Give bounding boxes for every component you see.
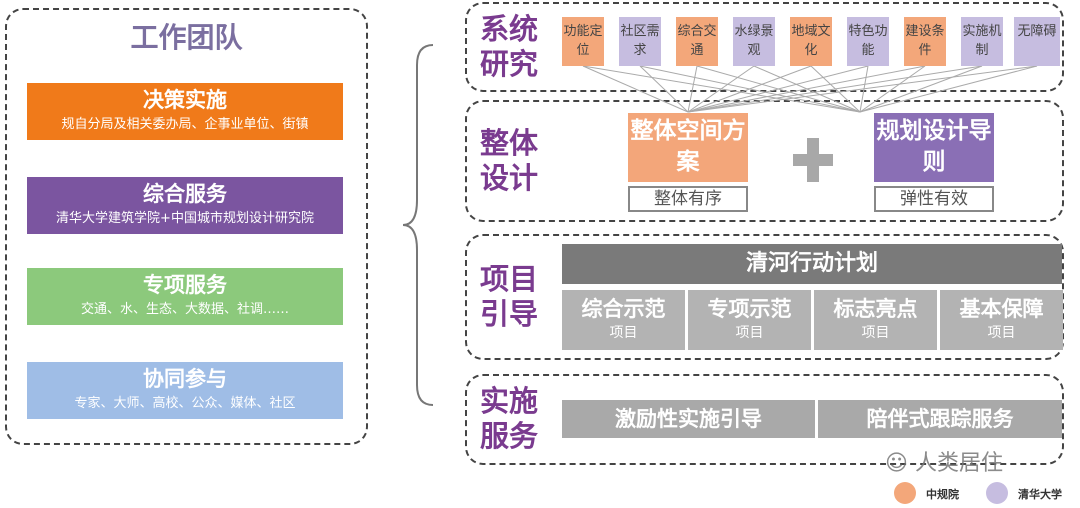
plus-icon <box>793 138 833 182</box>
connector-line <box>859 65 983 113</box>
section-implement <box>465 374 1064 465</box>
section-research <box>465 2 1064 92</box>
cell-title: 综合示范 <box>581 297 666 321</box>
watermark-text: 人类居住 <box>914 451 1003 476</box>
group-desc: 规自分局及相关委办局、企事业单位、街镇 <box>61 117 309 132</box>
group-desc: 专家、大师、高校、公众、媒体、社区 <box>74 396 296 411</box>
connector-line <box>859 65 1038 113</box>
connector-line <box>859 65 926 113</box>
legend-swatch-orange <box>894 482 916 504</box>
overall-plan-sub: 整体有序 <box>628 186 748 212</box>
group-title: 决策实施 <box>143 88 227 112</box>
research-item: 社区需求 <box>619 17 661 66</box>
section-project <box>465 234 1064 360</box>
research-item: 建设条件 <box>904 17 946 66</box>
legend-label: 中规院 <box>926 488 959 501</box>
research-item: 特色功能 <box>847 17 889 66</box>
project-label: 项目引导 <box>479 262 538 331</box>
connector-line <box>687 65 698 113</box>
connector-line <box>687 65 755 113</box>
wechat-icon: ☺ <box>885 451 915 476</box>
legend-swatch-purple <box>986 482 1008 504</box>
research-item: 功能定位 <box>562 17 604 66</box>
cell-title: 标志亮点 <box>833 297 918 321</box>
cell-sub: 项目 <box>861 325 890 341</box>
connector-line <box>687 65 812 113</box>
research-item: 实施机制 <box>961 17 1003 66</box>
tracking-service: 陪伴式跟踪服务 <box>818 400 1062 438</box>
cell-sub: 项目 <box>609 325 638 341</box>
cell-title: 基本保障 <box>959 297 1044 321</box>
guideline-box: 规划设计导则 <box>874 113 994 182</box>
section-design <box>465 100 1064 222</box>
research-item: 无障碍 <box>1014 17 1060 66</box>
team-group-decision: 决策实施规自分局及相关委办局、企事业单位、街镇 <box>27 83 343 140</box>
cell-title: 专项示范 <box>707 297 792 321</box>
cell-sub: 项目 <box>735 325 764 341</box>
group-title: 专项服务 <box>143 273 227 297</box>
project-cell: 标志亮点项目 <box>814 290 937 350</box>
watermark: ☺ 人类居住 <box>885 445 1003 477</box>
guideline-sub: 弹性有效 <box>874 186 994 212</box>
incentive-guidance: 激励性实施引导 <box>562 400 815 438</box>
group-desc: 交通、水、生态、大数据、社调…… <box>80 302 289 317</box>
connector-line <box>639 65 689 113</box>
connector-line <box>687 65 869 113</box>
legend-label: 清华大学 <box>1018 488 1062 501</box>
research-item: 综合交通 <box>676 17 718 66</box>
group-desc: 清华大学建筑学院+中国城市规划设计研究院 <box>56 211 314 226</box>
overall-plan-box: 整体空间方案 <box>628 113 748 182</box>
team-panel <box>5 8 368 445</box>
team-group-comprehensive: 综合服务清华大学建筑学院+中国城市规划设计研究院 <box>27 177 343 234</box>
group-title: 协同参与 <box>143 367 227 391</box>
implement-label: 实施服务 <box>479 384 538 453</box>
project-cell: 基本保障项目 <box>940 290 1063 350</box>
research-label: 系统研究 <box>479 12 538 81</box>
research-item: 水绿景观 <box>733 17 775 66</box>
team-group-special: 专项服务交通、水、生态、大数据、社调…… <box>27 268 343 325</box>
connector-line <box>687 65 926 113</box>
connector-line <box>687 65 1038 113</box>
team-title: 工作团队 <box>130 21 243 54</box>
cell-sub: 项目 <box>987 325 1016 341</box>
connector-line <box>582 65 689 113</box>
research-item: 地域文化 <box>790 17 832 66</box>
connector-line <box>687 65 983 113</box>
project-cell: 专项示范项目 <box>688 290 811 350</box>
team-group-participation: 协同参与专家、大师、高校、公众、媒体、社区 <box>27 362 343 419</box>
group-title: 综合服务 <box>143 182 227 206</box>
action-plan-header: 清河行动计划 <box>562 244 1062 284</box>
design-label: 整体设计 <box>479 126 538 195</box>
project-cell: 综合示范项目 <box>562 290 685 350</box>
brace-icon <box>402 44 434 406</box>
